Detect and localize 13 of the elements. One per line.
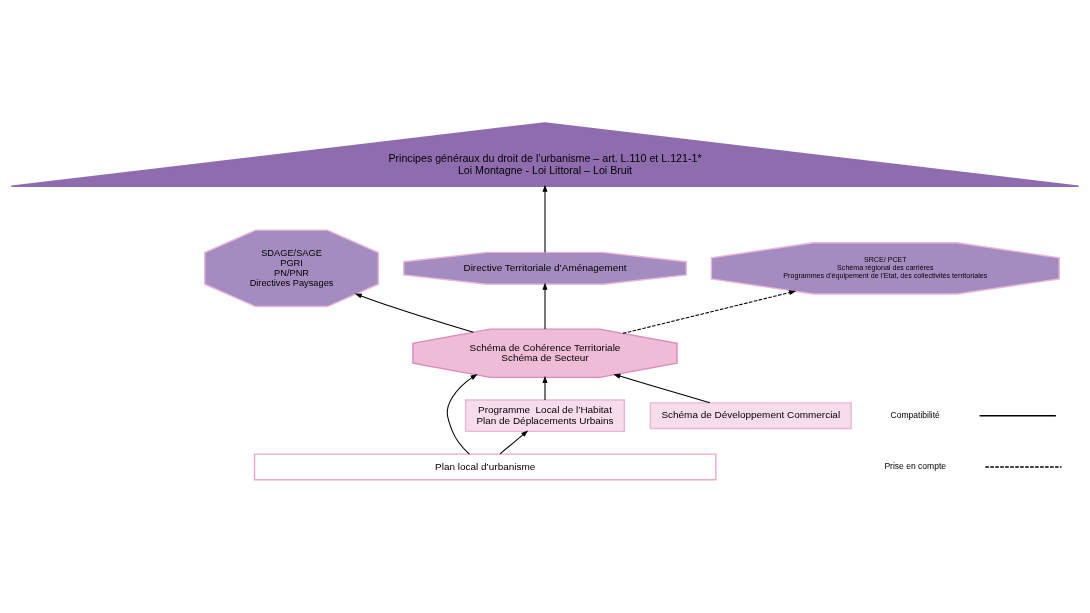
- node-box: Schéma de Développement Commercial: [649, 401, 852, 429]
- node-box: Plan local d’urbanisme: [253, 452, 717, 480]
- arrow: [446, 373, 478, 455]
- arrow: [613, 373, 711, 403]
- arrow: [354, 293, 474, 333]
- arrow: [622, 289, 797, 334]
- legend-label: Compatibilité: [890, 409, 940, 420]
- node-box: Programme Local de l’Habitat Plan de Déplacements Urbains: [464, 398, 626, 432]
- arrow: [542, 375, 548, 400]
- arrow: [542, 184, 548, 253]
- arrow: [542, 282, 548, 330]
- legend-label: Prise en compte: [884, 460, 947, 471]
- arrow: [499, 429, 529, 454]
